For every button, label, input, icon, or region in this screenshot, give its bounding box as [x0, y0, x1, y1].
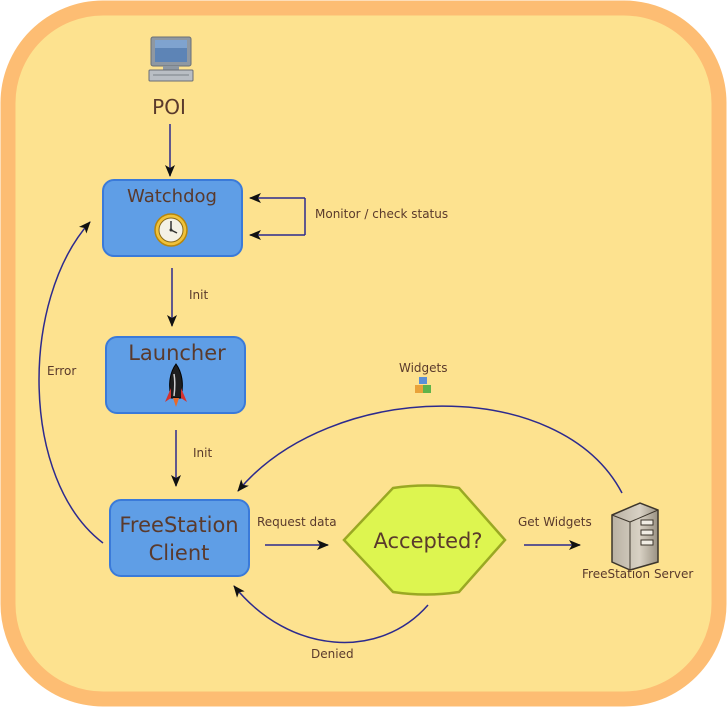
edge-error	[38, 221, 104, 544]
server-label: FreeStation Server	[582, 567, 693, 581]
denied-label: Denied	[311, 647, 354, 661]
init-label-2: Init	[193, 446, 212, 460]
client-node[interactable]	[109, 499, 250, 577]
error-label: Error	[47, 364, 76, 378]
widget-blocks-icon	[415, 377, 431, 393]
monitor-label: Monitor / check status	[315, 207, 448, 221]
clock-icon	[154, 213, 188, 247]
decision-label: Accepted?	[374, 529, 483, 553]
client-label-line1: FreeStation	[119, 513, 238, 537]
edge-denied	[233, 585, 429, 644]
edge-widgets	[237, 405, 623, 494]
request-data-label: Request data	[257, 515, 337, 529]
client-label-line2: Client	[149, 541, 210, 565]
server-tower-icon	[611, 502, 659, 571]
launcher-label: Launcher	[128, 341, 226, 365]
init-label-1: Init	[189, 288, 208, 302]
widgets-label: Widgets	[399, 361, 448, 375]
decision-node[interactable]	[342, 484, 507, 596]
rocket-icon	[165, 363, 187, 407]
computer-icon	[148, 36, 194, 82]
get-widgets-label: Get Widgets	[518, 515, 592, 529]
poi-label: POI	[152, 95, 186, 119]
watchdog-label: Watchdog	[127, 186, 217, 207]
